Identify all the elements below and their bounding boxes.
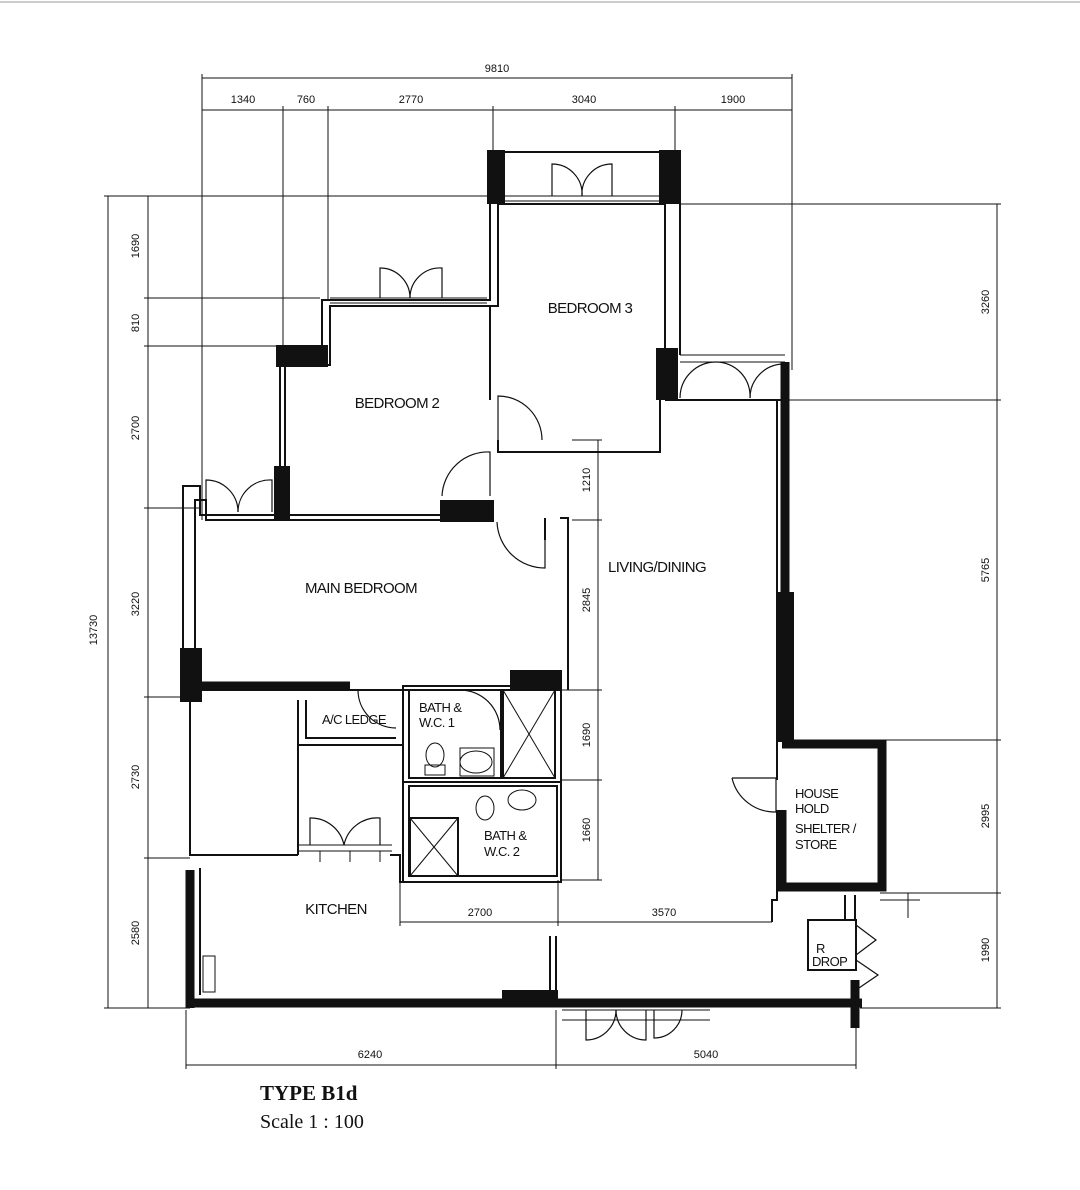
dim-left-2: 810 <box>130 314 142 332</box>
dim-top-5: 1900 <box>721 94 745 106</box>
dimension-lines <box>104 74 1001 1069</box>
plan-scale: Scale 1 : 100 <box>260 1111 364 1133</box>
label-shelter-line1: HOUSE <box>795 786 839 801</box>
label-bedroom-3: BEDROOM 3 <box>548 300 633 317</box>
dim-right-2: 5765 <box>980 558 992 582</box>
label-shelter-line4: STORE <box>795 837 837 852</box>
dim-left-3: 2700 <box>130 416 142 440</box>
dim-inner-1660: 1660 <box>581 818 593 842</box>
room-labels: BEDROOM 3 BEDROOM 2 MAIN BEDROOM LIVING/… <box>305 300 857 969</box>
doors-windows <box>205 163 880 1041</box>
dim-inner-2700: 2700 <box>468 907 492 919</box>
dim-left-4: 3220 <box>130 592 142 616</box>
label-main-bedroom: MAIN BEDROOM <box>305 580 417 597</box>
label-refuse-line1: R <box>816 941 825 956</box>
dim-top-1: 1340 <box>231 94 255 106</box>
dim-inner-1210: 1210 <box>581 468 593 492</box>
dim-right-3: 2995 <box>980 804 992 828</box>
plan-type-title: TYPE B1d <box>260 1081 358 1105</box>
dim-left-1: 1690 <box>130 234 142 258</box>
dim-inner-1690: 1690 <box>581 723 593 747</box>
dim-right-1: 3260 <box>980 290 992 314</box>
label-bath-1-line2: W.C. 1 <box>419 715 455 730</box>
dim-top-2: 760 <box>297 94 315 106</box>
walls <box>182 151 920 1003</box>
dim-inner-3570: 3570 <box>652 907 676 919</box>
label-kitchen: KITCHEN <box>305 901 367 918</box>
dim-left-total: 13730 <box>88 615 100 646</box>
dim-top-total: 9810 <box>485 63 509 75</box>
dim-bottom-2: 5040 <box>694 1049 718 1061</box>
dim-inner-2845: 2845 <box>581 588 593 612</box>
dim-top-3: 2770 <box>399 94 423 106</box>
dim-bottom-1: 6240 <box>358 1049 382 1061</box>
label-shelter-line3: SHELTER / <box>795 821 857 836</box>
columns <box>180 150 794 1006</box>
label-refuse-line2: DROP <box>812 954 847 969</box>
label-living-dining: LIVING/DINING <box>608 559 706 576</box>
dimension-labels: 9810 1340 760 2770 3040 1900 13730 1690 … <box>88 63 992 1061</box>
dim-left-6: 2580 <box>130 921 142 945</box>
dim-top-4: 3040 <box>572 94 596 106</box>
label-bath-2-line1: BATH & <box>484 828 527 843</box>
label-bedroom-2: BEDROOM 2 <box>355 395 440 412</box>
label-bath-1-line1: BATH & <box>419 700 462 715</box>
dim-right-4: 1990 <box>980 938 992 962</box>
label-bath-2-line2: W.C. 2 <box>484 844 520 859</box>
dim-left-5: 2730 <box>130 765 142 789</box>
label-shelter-line2: HOLD <box>795 801 829 816</box>
label-ac-ledge: A/C LEDGE <box>322 712 387 727</box>
